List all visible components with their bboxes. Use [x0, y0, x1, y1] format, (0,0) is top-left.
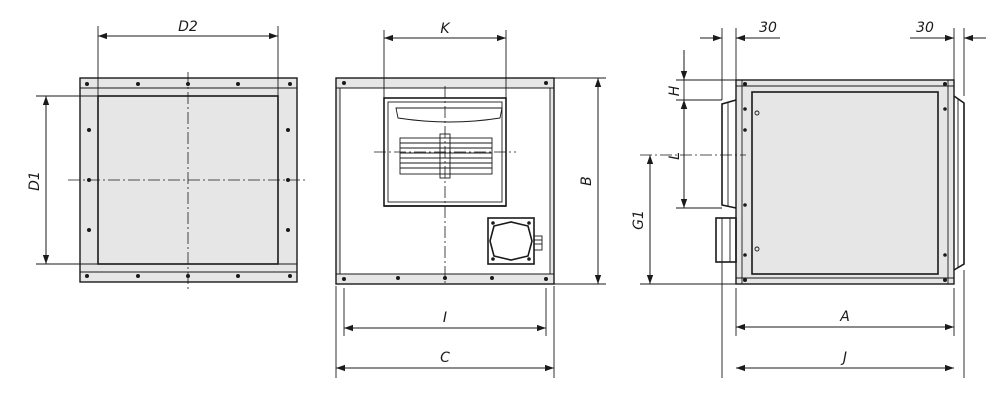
side-frame — [735, 79, 955, 285]
outlet-spigot — [721, 99, 737, 209]
dimension-label-d2: D2 — [178, 19, 198, 35]
dimension-label-k: K — [440, 21, 451, 37]
dimension-label-30-right: 30 — [916, 20, 934, 36]
dimension-label-b: B — [579, 176, 595, 186]
terminal-box-side — [715, 217, 737, 263]
flange-bolt-holes — [85, 82, 292, 278]
dimension-label-i: I — [443, 310, 447, 326]
front-flange-view: D2 D1 — [27, 19, 305, 290]
dimension-label-l: L — [667, 152, 683, 160]
terminal-box — [487, 217, 543, 265]
dimension-label-g1: G1 — [631, 210, 647, 230]
side-elevation-view: 30 30 H L G1 A J — [631, 20, 986, 378]
dimension-label-j: J — [840, 350, 847, 366]
dimension-label-h: H — [667, 85, 683, 96]
dimension-label-c: C — [440, 350, 450, 366]
dimension-label-a: A — [839, 309, 850, 325]
fan-side-view: K B I C — [335, 21, 606, 378]
side-bolt-holes — [743, 82, 947, 282]
dimension-label-d1: D1 — [27, 171, 43, 191]
dimension-label-30-left: 30 — [759, 20, 777, 36]
side-panel — [751, 91, 939, 275]
inlet-flange — [953, 95, 965, 271]
